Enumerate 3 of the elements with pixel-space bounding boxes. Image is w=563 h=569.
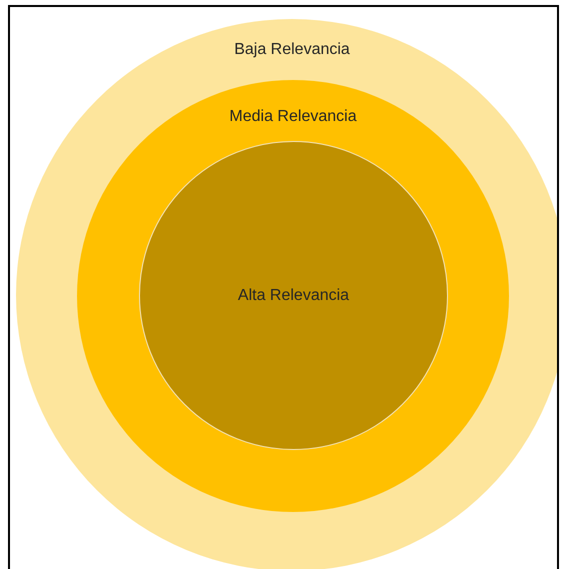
circle-label: Media Relevancia [228,108,358,126]
circle-label: Baja Relevancia [233,41,351,59]
circle-label: Alta Relevancia [238,286,350,304]
